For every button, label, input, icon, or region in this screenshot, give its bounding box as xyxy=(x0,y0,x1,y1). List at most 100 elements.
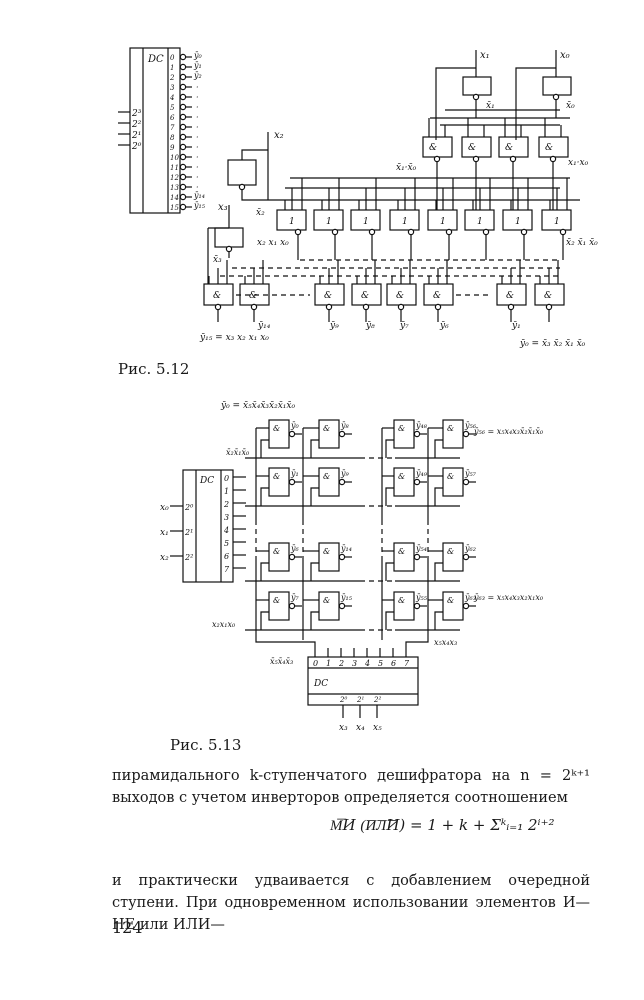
inversion-bubble xyxy=(179,193,187,201)
decoder-pin-label: 2 xyxy=(223,500,229,509)
inversion-bubble xyxy=(179,63,187,71)
gate-output-label: ȳ₁₄ xyxy=(340,544,352,553)
wire xyxy=(241,149,268,160)
gate-symbol: 1 xyxy=(326,217,332,227)
inversion-bubble xyxy=(288,478,296,486)
decoder-pin-label: 1 xyxy=(224,487,229,496)
gate-symbol: & xyxy=(468,143,476,153)
inversion-bubble xyxy=(507,303,515,311)
wire xyxy=(310,611,319,630)
wire xyxy=(260,562,269,581)
inverted-label: x̄₂ xyxy=(256,208,265,218)
gate-symbol: & xyxy=(398,424,405,433)
decoder-label: DC xyxy=(199,476,214,486)
decoder-pin-label: 2 xyxy=(338,659,344,668)
decoder-block xyxy=(307,656,419,706)
inversion-bubble xyxy=(434,303,442,311)
decoder-pin-label: 0 xyxy=(313,659,318,668)
y0-formula: ȳ₀ = x̄₃ x̄₂ x̄₁ x̄₀ xyxy=(519,339,586,349)
wire xyxy=(405,640,429,648)
inversion-bubble xyxy=(413,553,421,561)
wire xyxy=(310,487,319,506)
decoder-pin-label: 11 xyxy=(170,164,179,172)
decoder-output-label: ȳ₁₅ xyxy=(193,201,206,210)
inversion-bubble xyxy=(413,430,421,438)
decoder-input-label: 2⁰ xyxy=(131,142,142,152)
gate-symbol: & xyxy=(429,143,437,153)
decoder-pin-label: 13 xyxy=(170,184,179,192)
inversion-bubble xyxy=(214,303,222,311)
gate-output-label: ȳ₆₂ xyxy=(464,544,476,553)
circuit-figures: DC2³2²2¹2⁰0123·4·5·6·7·8·9·10·11·12·13·1… xyxy=(118,47,598,733)
wire xyxy=(385,439,394,458)
inversion-bubble xyxy=(179,53,187,61)
decoder-weight: 2⁰ xyxy=(184,503,194,512)
gate-symbol: 1 xyxy=(289,217,295,227)
gate-symbol: & xyxy=(398,596,405,605)
decoder-input-label: x₃ xyxy=(339,723,348,733)
wire xyxy=(310,439,319,458)
gate-output-label: ȳ₅₄ xyxy=(415,544,427,553)
y56-formula: ȳ₅₆ = x₅x₄x₃x̄₂x̄₁x̄₀ xyxy=(473,427,544,436)
figure-caption-5-13: Рис. 5.13 xyxy=(170,736,242,754)
gate-symbol: & xyxy=(323,472,330,481)
decoder-output-label: ȳ₁₄ xyxy=(193,191,205,200)
gate-symbol: 1 xyxy=(402,217,408,227)
decoder-pin-label: 5 xyxy=(378,659,383,668)
decoder-input-label: x₀ xyxy=(160,503,169,513)
decoder-pin-label: 8 xyxy=(170,134,175,142)
inversion-bubble xyxy=(179,183,187,191)
ellipsis: · xyxy=(196,153,199,162)
ellipsis: · xyxy=(196,183,199,192)
gate-symbol: 1 xyxy=(440,217,446,227)
gate-output-label: ȳ₄₉ xyxy=(415,469,428,478)
inversion-bubble xyxy=(552,93,560,101)
inversion-bubble xyxy=(179,103,187,111)
decoder-pin-label: 6 xyxy=(170,114,175,122)
gate-output-label: ȳ₈ xyxy=(365,321,375,331)
inversion-bubble xyxy=(472,93,480,101)
inversion-bubble xyxy=(462,553,470,561)
decoder-input-label: x₄ xyxy=(356,723,365,733)
gate-output-label: ȳ₆ xyxy=(290,544,300,553)
inversion-bubble xyxy=(545,303,553,311)
wire xyxy=(260,439,269,458)
decoder-pin-label: 2 xyxy=(169,74,175,82)
decoder-pin-label: 3 xyxy=(352,659,357,668)
inversion-bubble xyxy=(338,602,346,610)
gate-symbol: 1 xyxy=(477,217,483,227)
decoder-input-label: 2¹ xyxy=(131,131,141,141)
decoder-pin-label: 6 xyxy=(224,552,229,561)
wire xyxy=(434,562,443,581)
inversion-bubble xyxy=(520,228,528,236)
inversion-bubble xyxy=(472,155,480,163)
gate-symbol: & xyxy=(447,424,454,433)
label-right: x̄₂ x̄₁ x̄₀ xyxy=(566,238,598,248)
decoder-pin-label: 4 xyxy=(223,526,229,535)
gate-output-label: ȳ₅₇ xyxy=(464,469,477,478)
decoder-pin-label: 12 xyxy=(170,174,179,182)
gate-output-label: ȳ₁ xyxy=(511,321,521,331)
gate-output-label: ȳ₈ xyxy=(340,421,350,430)
input-label: x₃ xyxy=(218,202,228,213)
inversion-bubble xyxy=(325,303,333,311)
ellipsis: · xyxy=(196,143,199,152)
inversion-bubble xyxy=(250,303,258,311)
decoder-block xyxy=(129,47,181,214)
decoder-pin-label: 1 xyxy=(170,64,174,72)
label-left: x₂ x₁ x₀ xyxy=(257,238,289,248)
inversion-bubble xyxy=(238,183,246,191)
wire xyxy=(310,562,319,581)
inverter xyxy=(214,227,244,248)
ellipsis: · xyxy=(196,163,199,172)
y15-formula: ȳ₁₅ = x₃ x₂ x₁ x₀ xyxy=(199,333,269,343)
input-label: x₀ xyxy=(560,50,570,61)
inversion-bubble xyxy=(338,430,346,438)
gate-output-label: ȳ₉ xyxy=(329,321,339,331)
inversion-bubble xyxy=(482,228,490,236)
gate-symbol: & xyxy=(249,291,257,301)
inversion-bubble xyxy=(397,303,405,311)
gate-output-label: ȳ₆₃ xyxy=(464,593,476,602)
decoder-weight: 2² xyxy=(373,696,381,704)
inverter xyxy=(542,76,572,96)
